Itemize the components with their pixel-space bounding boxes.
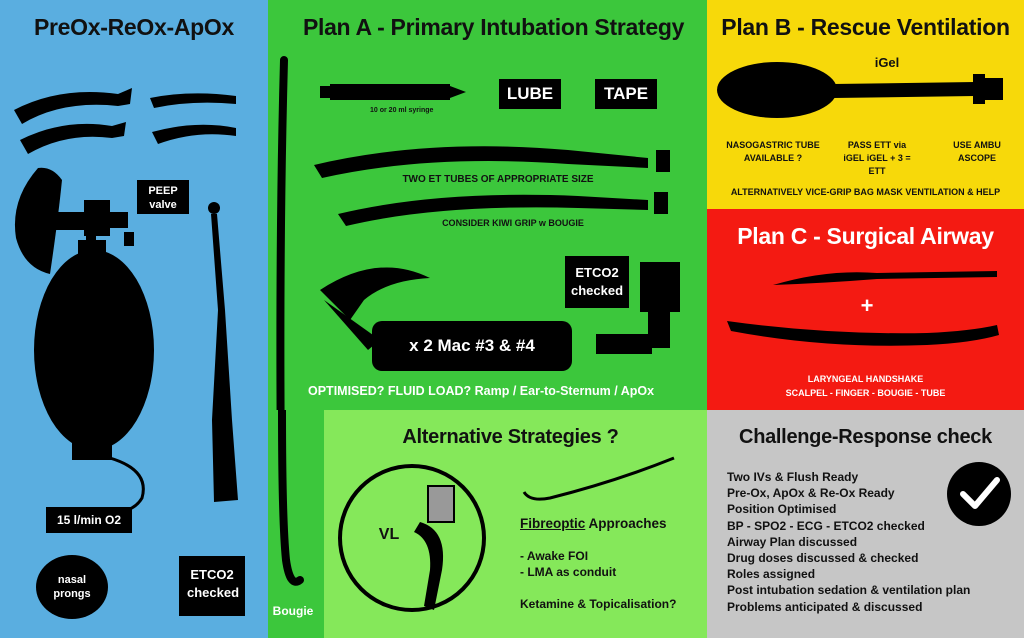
checklist-item: Problems anticipated & discussed	[727, 599, 923, 614]
peep-label: PEEP valve	[137, 180, 189, 214]
mask-connector	[54, 212, 90, 230]
checklist-item: Two IVs & Flush Ready	[727, 470, 859, 484]
ng-tube-label: NASOGASTRIC TUBE AVAILABLE ?	[726, 140, 820, 163]
stylet-tip-icon	[208, 202, 220, 214]
bougie-label: Bougie	[272, 604, 314, 618]
vl-screen-icon	[427, 485, 455, 523]
vl-label: VL	[378, 526, 400, 543]
checklist-item: Airway Plan discussed	[727, 534, 858, 549]
etco2-plan-a-label: ETCO2 checked	[565, 256, 629, 308]
preox-title: PreOx-ReOx-ApOx	[33, 14, 234, 40]
lube-label: LUBE	[499, 79, 561, 109]
vice-grip-label: ALTERNATIVELY VICE-GRIP BAG MASK VENTILA…	[730, 187, 1001, 197]
plan-b-panel: Plan B - Rescue Ventilation iGel NASOGAS…	[707, 0, 1024, 209]
syringe-icon	[330, 84, 450, 100]
bag-icon	[34, 250, 154, 450]
et-tube-1	[314, 146, 648, 178]
preox-equipment	[14, 88, 238, 516]
pass-ett-label: PASS ETT via iGEL iGEL + 3 = ETT	[843, 140, 911, 176]
awake-foi-label: - Awake FOI	[520, 549, 589, 563]
checklist-panel: Challenge-Response check Two IVs & Flush…	[707, 410, 1024, 638]
plan-c-title: Plan C - Surgical Airway	[737, 223, 994, 249]
plan-a-title: Plan A - Primary Intubation Strategy	[302, 14, 685, 40]
plan-c-equipment	[727, 271, 999, 346]
stylet-icon	[211, 214, 238, 502]
ketamine-label: Ketamine & Topicalisation?	[520, 597, 677, 611]
scalpel-icon	[773, 271, 997, 285]
laryngoscope-blade-icon	[320, 267, 430, 320]
plan-b-equipment	[717, 62, 1003, 118]
bougie-strip: Bougie	[268, 410, 324, 638]
kiwi-label: CONSIDER KIWI GRIP w BOUGIE	[442, 218, 584, 228]
handshake-label: LARYNGEAL HANDSHAKE	[807, 374, 924, 384]
checklist-item: Roles assigned	[727, 567, 816, 582]
face-mask-icon	[14, 167, 62, 274]
approaches-word: Approaches	[585, 516, 667, 531]
preox-panel: PreOx-ReOx-ApOx PEEP valve 15 l/min O2 n…	[0, 0, 268, 638]
nasal-prongs-label: nasal prongs	[36, 555, 108, 619]
igel-icon	[717, 62, 837, 118]
tape-label: TAPE	[595, 79, 657, 109]
ambu-label: USE AMBU ASCOPE	[953, 140, 1001, 163]
fibreoptic-scope-icon	[522, 456, 675, 501]
bougie-lower	[278, 410, 304, 586]
plan-c-panel: Plan C - Surgical Airway + LARYNGEAL HAN…	[707, 209, 1024, 410]
checklist-item: BP - SPO2 - ECG - ETCO2 checked	[727, 518, 925, 533]
plan-b-title: Plan B - Rescue Ventilation	[721, 14, 1010, 40]
etco2-label: ETCO2 checked	[179, 556, 245, 616]
vl-blade-icon	[414, 522, 444, 610]
checklist-title: Challenge-Response check	[739, 426, 992, 448]
airway-curve-2	[20, 122, 126, 154]
alternative-panel: Alternative Strategies ? VL Fibreoptic A…	[324, 410, 707, 638]
et-tube-2	[338, 194, 648, 226]
checklist-item: Drug doses discussed & checked	[727, 551, 919, 566]
flow-label: 15 l/min O2	[46, 507, 132, 533]
checklist-item: Post intubation sedation & ventilation p…	[727, 583, 971, 598]
syringe-label: 10 or 20 ml syringe	[370, 107, 434, 114]
alternative-title: Alternative Strategies ?	[402, 426, 619, 448]
surgical-steps-label: SCALPEL - FINGER - BOUGIE - TUBE	[785, 388, 946, 398]
oral-airway-1	[150, 93, 236, 108]
fibreoptic-word: Fibreoptic	[520, 516, 586, 531]
etco2-connector-icon	[640, 262, 680, 312]
plan-a-panel: Plan A - Primary Intubation Strategy 10 …	[268, 0, 707, 410]
optimised-label: OPTIMISED? FLUID LOAD? Ramp / Ear-to-Ste…	[308, 384, 655, 398]
plan-a-equipment	[314, 84, 680, 354]
et-tubes-label: TWO ET TUBES OF APPROPRIATE SIZE	[402, 174, 594, 185]
igel-label: iGel	[874, 55, 900, 70]
airway-curve-1	[14, 88, 132, 124]
fibreoptic-title: Fibreoptic Approaches	[520, 516, 667, 531]
oral-airway-2	[152, 124, 236, 144]
checklist-item: Pre-Ox, ApOx & Re-Ox Ready	[727, 486, 895, 501]
mac-label: x 2 Mac #3 & #4	[372, 321, 572, 371]
surgical-tube-icon	[727, 321, 999, 346]
checklist-item: Position Optimised	[727, 502, 837, 517]
checkmark-icon	[947, 462, 1011, 526]
alternative-graphics	[338, 456, 675, 612]
lma-conduit-label: - LMA as conduit	[520, 565, 617, 579]
plus-icon: +	[860, 293, 874, 318]
vl-circle	[338, 464, 486, 612]
checklist: Two IVs & Flush Ready Pre-Ox, ApOx & Re-…	[727, 469, 970, 615]
